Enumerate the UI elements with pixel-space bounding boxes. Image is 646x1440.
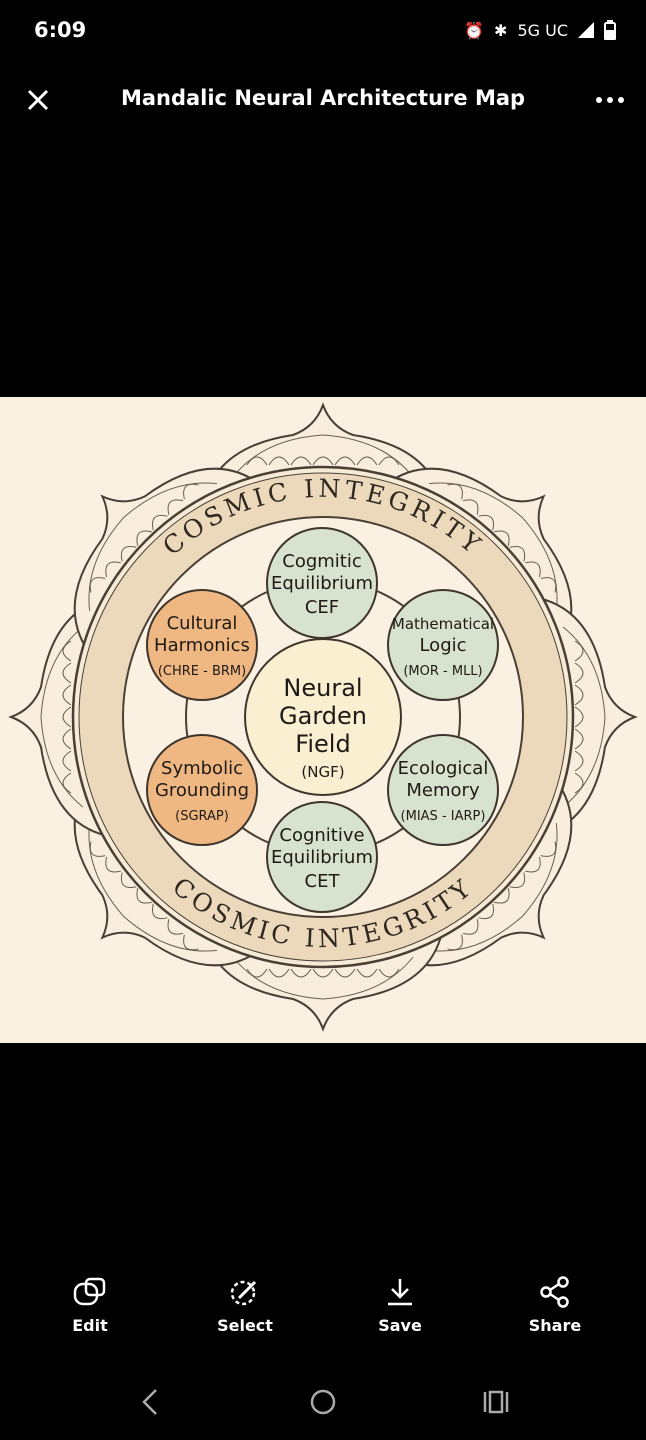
- edit-button[interactable]: Edit: [40, 1276, 140, 1335]
- center-label: Garden: [279, 702, 367, 730]
- node-label: Logic: [419, 635, 466, 656]
- node-label: Harmonics: [154, 635, 250, 656]
- node-label: Equilibrium: [271, 573, 373, 594]
- node-label: (SGRAP): [175, 809, 229, 824]
- recents-button[interactable]: [482, 1382, 510, 1426]
- download-icon: [388, 1279, 412, 1306]
- status-icons: ⏰ ✱ 5G UC: [464, 20, 616, 40]
- node-label: Cogmitic: [282, 551, 362, 572]
- signal-icon: [578, 22, 594, 38]
- network-label: 5G UC: [517, 20, 568, 40]
- clock: 6:09: [34, 18, 87, 42]
- node-label: Cognitive: [279, 825, 364, 846]
- share-label: Share: [528, 1316, 582, 1335]
- node-label: (CHRE - BRM): [158, 664, 246, 679]
- select-icon: [230, 1280, 257, 1306]
- top-app-bar: Mandalic Neural Architecture Map: [0, 70, 646, 130]
- diagram-image: COSMIC INTEGRITY COSMIC INTEGRITY Cogmit…: [0, 397, 646, 1043]
- node-label: Ecological: [398, 758, 489, 779]
- node-label: Mathematical: [392, 615, 494, 633]
- save-button[interactable]: Save: [350, 1276, 450, 1335]
- back-button[interactable]: [138, 1382, 162, 1426]
- save-label: Save: [378, 1316, 422, 1335]
- node-label: Memory: [406, 780, 480, 801]
- bottom-actions: Edit Select Save Share: [0, 1276, 646, 1346]
- close-button[interactable]: [22, 84, 54, 116]
- page-title: Mandalic Neural Architecture Map: [120, 86, 526, 110]
- select-button[interactable]: Select: [195, 1276, 295, 1335]
- node-label: CEF: [305, 597, 339, 618]
- more-icon: [596, 97, 624, 103]
- alarm-icon: ⏰: [464, 20, 485, 40]
- node-label: Symbolic: [161, 758, 243, 779]
- node-label: CET: [305, 871, 341, 892]
- node-label: (MOR - MLL): [403, 664, 482, 679]
- home-button[interactable]: [309, 1382, 337, 1426]
- node-label: Cultural: [167, 613, 238, 634]
- back-icon: [142, 1389, 157, 1415]
- share-button[interactable]: Share: [505, 1276, 605, 1335]
- center-label: Field: [295, 730, 350, 758]
- edit-label: Edit: [72, 1316, 108, 1335]
- node-label: (MIAS - IARP): [401, 809, 486, 824]
- edit-icon: [73, 1277, 106, 1306]
- node-label: Equilibrium: [271, 847, 373, 868]
- center-abbr: (NGF): [301, 763, 344, 781]
- system-nav-bar: [0, 1382, 646, 1422]
- mandala-diagram: COSMIC INTEGRITY COSMIC INTEGRITY Cogmit…: [8, 402, 638, 1032]
- home-icon: [310, 1389, 336, 1415]
- more-options-button[interactable]: [594, 80, 626, 119]
- status-bar: 6:09 ⏰ ✱ 5G UC: [0, 0, 646, 62]
- center-label: Neural: [283, 674, 362, 702]
- node-label: Grounding: [155, 780, 249, 801]
- select-label: Select: [217, 1316, 273, 1335]
- recents-icon: [483, 1390, 509, 1414]
- battery-icon: [604, 20, 616, 40]
- share-icon: [540, 1276, 569, 1308]
- bluetooth-icon: ✱: [494, 20, 508, 40]
- center-node: Neural Garden Field (NGF): [244, 638, 402, 796]
- close-icon: [27, 89, 49, 111]
